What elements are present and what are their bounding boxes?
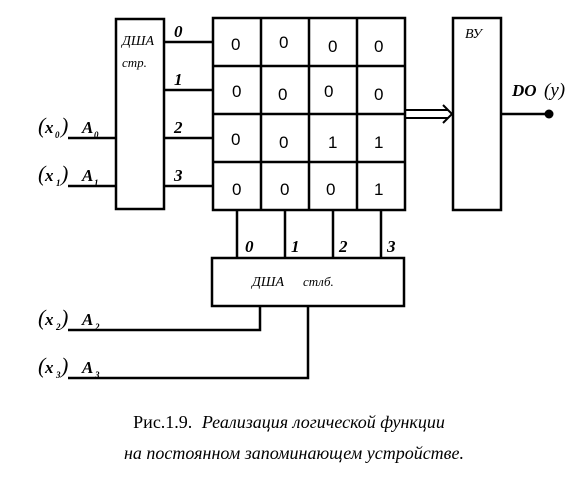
svg-text:x: x [44,310,54,329]
matrix-cell: 1 [328,133,337,152]
svg-text:2: 2 [55,322,61,332]
svg-text:): ) [59,113,68,138]
svg-text:): ) [59,161,68,186]
matrix-cell: 0 [324,82,333,101]
svg-text:A: A [81,166,93,185]
matrix-cell: 0 [280,180,289,199]
caption-line-1: Рис.1.9. Реализация логической функции [133,412,445,432]
svg-text:A: A [81,358,93,377]
row-output-3: 3 [173,166,183,185]
svg-text:(: ( [38,353,47,378]
svg-text:A: A [81,310,93,329]
svg-text:1: 1 [56,178,61,188]
row-decoder-label: ДША [120,34,155,49]
row-output-0: 0 [174,22,183,41]
matrix-cell: 0 [326,180,335,199]
input-label-0: ( x 0 ) A 0 [38,113,99,140]
row-output-1: 1 [174,70,183,89]
row-output-2: 2 [173,118,183,137]
svg-text:(: ( [38,161,47,186]
caption-title: Реализация логической функции [201,412,445,432]
input-label-2: ( x 2 ) A 2 [38,305,100,332]
svg-text:A: A [81,118,93,137]
row-decoder-label-suffix: стр. [122,55,147,70]
matrix-cell: 0 [231,35,240,54]
matrix-cell: 0 [279,33,288,52]
column-decoder-label-suffix: стлб. [303,274,334,289]
matrix-cell: 0 [232,82,241,101]
svg-text:(: ( [38,305,47,330]
figure-caption: Рис.1.9. Реализация логической функции н… [124,412,464,463]
svg-text:(: ( [38,113,47,138]
caption-line-2: на постоянном запоминающем устройстве. [124,443,464,463]
svg-text:0: 0 [94,130,99,140]
matrix-cell: 0 [232,180,241,199]
column-output-0: 0 [245,237,254,256]
svg-text:3: 3 [94,370,100,380]
svg-text:1: 1 [94,178,99,188]
svg-text:): ) [59,305,68,330]
svg-text:0: 0 [55,130,60,140]
matrix-cell: 0 [279,133,288,152]
svg-text:2: 2 [94,322,100,332]
output-name: DO [511,81,537,100]
svg-text:3: 3 [55,370,61,380]
matrix-cell: 0 [374,37,383,56]
matrix-cell: 0 [328,37,337,56]
output-unit-label: ВУ [465,27,483,42]
bus-arrow [405,104,454,124]
input-line-a2 [68,306,262,332]
output-unit-block [451,16,503,212]
row-decoder-block [114,17,166,211]
input-label-3: ( x 3 ) A 3 [38,353,100,380]
svg-text:x: x [44,358,54,377]
column-output-1: 1 [291,237,300,256]
caption-figure-number: Рис.1.9. [133,412,192,432]
matrix-cell: 0 [374,85,383,104]
column-output-3: 3 [386,237,396,256]
svg-text:x: x [44,166,54,185]
matrix-cells: 0 0 0 0 0 0 0 0 0 0 1 1 0 0 0 1 [231,33,383,199]
matrix-cell: 1 [374,133,383,152]
matrix-cell: 0 [278,85,287,104]
svg-text:x: x [44,118,54,137]
column-decoder-label: ДША [250,275,285,290]
output-signal: (y) [544,80,565,101]
input-line-a3 [68,306,310,380]
matrix-cell: 1 [374,180,383,199]
output-terminal-dot [544,109,554,119]
matrix-cell: 0 [231,130,240,149]
column-output-2: 2 [338,237,348,256]
input-label-1: ( x 1 ) A 1 [38,161,99,188]
svg-text:): ) [59,353,68,378]
